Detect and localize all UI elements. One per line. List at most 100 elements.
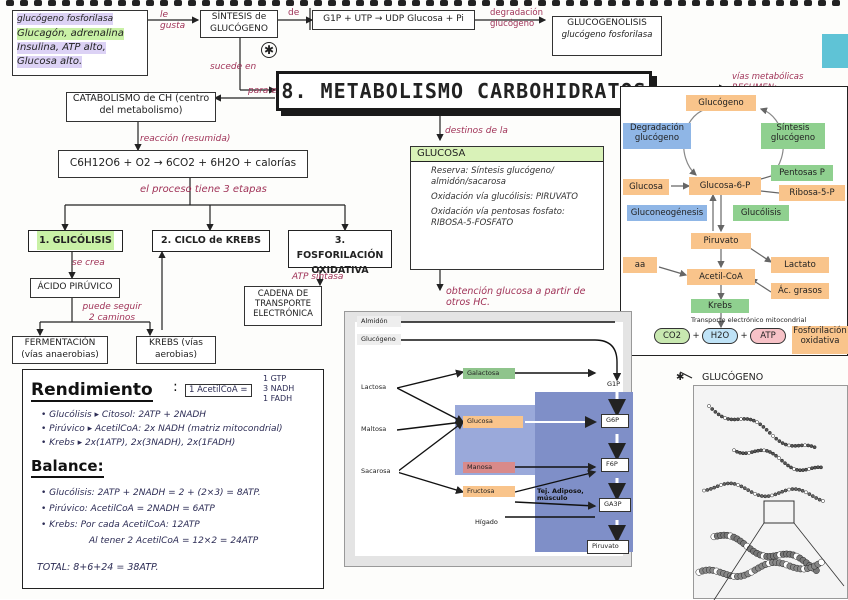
total-line: TOTAL: 8+6+24 = 38ATP. [37, 562, 159, 573]
fig-tejido: Tej. Adiposo, músculo [537, 487, 584, 502]
fig-higado: Hígado [475, 518, 498, 526]
le-gusta-label: le gusta [160, 10, 186, 31]
key-nadh: 3 NADH [263, 384, 295, 393]
fermentacion-text: FERMENTACIÓN (vías anaerobias) [21, 338, 99, 360]
key-fadh: 1 FADH [263, 394, 293, 403]
fosforilasa-header: glucógeno fosforilasa [17, 13, 114, 25]
plus-sign-2: + [740, 331, 748, 341]
krebs-aerobias-text: KREBS (vías aerobias) [149, 338, 203, 360]
cadena-transporte-box: CADENA DE TRANSPORTE ELECTRÓNICA [244, 286, 322, 326]
rend-glucolisis: • Glucólisis ▸ Citosol: 2ATP + 2NADH [41, 410, 207, 420]
acido-piruvico-text: ÁCIDO PIRÚVICO [37, 282, 113, 292]
balance-glucolisis: • Glucólisis: 2ATP + 2NADH = 2 + (2×3) =… [41, 488, 261, 498]
key-gtp: 1 GTP [263, 374, 287, 383]
balance-krebs: • Krebs: Por cada AcetilCoA: 12ATP [41, 520, 200, 530]
fig-almidon: Almidón [357, 316, 401, 327]
carbohydrate-entry-figure: Almidón Glucógeno Lactosa Maltosa Sacaro… [344, 311, 633, 567]
hormone-regulators-box: glucógeno fosforilasa Glucagón, adrenali… [12, 10, 148, 76]
equation-text: C6H12O6 + O2 → 6CO2 + 6H2O + calorías [69, 157, 297, 169]
reaction-box: G1P + UTP → UDP Glucosa + Pi [312, 10, 475, 30]
rend-piruvico: • Pirúvico ▸ AcetilCoA: 2x NADH (matriz … [41, 424, 283, 434]
balance-piruvico: • Pirúvico: AcetilCoA = 2NADH = 6ATP [41, 504, 215, 514]
stage-fosforilacion: 3. FOSFORILACIÓN OXIDATIVA [288, 230, 392, 276]
fig-lactosa: Lactosa [357, 382, 397, 393]
glycogen-structure-image [693, 385, 848, 600]
summary-atp: ATP [750, 328, 786, 344]
figure-background: Almidón Glucógeno Lactosa Maltosa Sacaro… [355, 316, 633, 556]
fig-manosa: Manosa [463, 462, 515, 473]
figure-arrows [396, 321, 626, 543]
se-crea-label: se crea [72, 258, 105, 268]
fig-glucogeno: Glucógeno [357, 334, 401, 345]
stage-fosforilacion-label: 3. FOSFORILACIÓN OXIDATIVA [296, 235, 384, 276]
glucosa-item-reserva: Reserva: Síntesis glucógeno/ almidón/sac… [431, 166, 554, 187]
balance-acetilcoa: Al tener 2 AcetilCoA = 12×2 = 24ATP [89, 536, 259, 546]
para-el-label: para el [248, 86, 280, 96]
balance-title: Balance: [31, 456, 104, 478]
glucagon-line: Glucagón, adrenalina [17, 28, 124, 40]
summary-krebs: Krebs [691, 299, 749, 313]
summary-fosforilacion: Fosforilación oxidativa [792, 326, 848, 354]
stage-krebs: 2. CICLO de KREBS [152, 230, 270, 252]
fig-glucosa: Glucosa [463, 416, 523, 428]
plus-sign-1: + [692, 331, 700, 341]
sintesis-glucogeno-box: SÍNTESIS de GLUCÓGENO [200, 10, 278, 38]
glucogenolisis-box: GLUCOGENOLISIS glucógeno fosforilasa [552, 16, 662, 56]
insulina-line: Insulina, ATP alto, [17, 42, 106, 54]
reaccion-label: reacción (resumida) [140, 134, 231, 144]
acetilcoa-key: 1 AcetilCoA = [185, 384, 252, 397]
page-title: 8. METABOLISMO CARBOHIDRATOS [276, 71, 652, 111]
rend-krebs: • Krebs ▸ 2x(1ATP), 2x(3NADH), 2x(1FADH) [41, 438, 236, 448]
rendimiento-title: Rendimiento [31, 380, 153, 402]
summary-acetil-coa: Acetil-CoA [687, 269, 755, 285]
stage-krebs-label: 2. CICLO de KREBS [161, 235, 261, 246]
acido-piruvico-box: ÁCIDO PIRÚVICO [30, 278, 120, 298]
fig-galactosa: Galactosa [463, 368, 515, 379]
obtencion-label: obtención glucosa a partir de otros HC. [446, 286, 586, 308]
summary-pentosas: Pentosas P [771, 165, 833, 181]
destinos-label: destinos de la [445, 126, 508, 136]
summary-degradacion: Degradación glucógeno [623, 123, 691, 149]
glucogeno-star: ✱ [676, 372, 685, 383]
catabolismo-box: CATABOLISMO de CH (centro del metabolism… [66, 92, 216, 122]
glycogen-drawing [695, 404, 845, 600]
summary-glucogeno: Glucógeno [686, 95, 756, 111]
summary-aa: aa [623, 257, 657, 273]
fig-maltosa: Maltosa [357, 424, 397, 435]
fig-ga3p: GA3P [599, 498, 631, 512]
summary-piruvato: Piruvato [691, 233, 751, 249]
fig-f6p: F6P [601, 458, 629, 472]
glucosa-item-glucolisis: Oxidación vía glucólisis: PIRUVATO [431, 192, 578, 202]
summary-glucosa: Glucosa [623, 179, 669, 195]
de-label: de [288, 8, 300, 18]
star-marker: ✱ [261, 42, 277, 58]
summary-lactato: Lactato [771, 257, 829, 273]
glucosa-alto-line: Glucosa alto. [17, 56, 83, 68]
spiral-binding [6, 0, 840, 6]
summary-ribosa: Ribosa-5-P [779, 185, 845, 201]
glucogenolisis-title: GLUCOGENOLISIS [567, 18, 647, 28]
fig-piruvato: Piruvato [587, 540, 629, 554]
summary-transporte: Transporte electrónico mitocondrial [691, 316, 807, 324]
puede-seguir-label: puede seguir 2 caminos [82, 302, 142, 323]
glucogenolisis-sub: glucógeno fosforilasa [561, 30, 653, 40]
fig-g6p: G6P [601, 414, 629, 428]
page-tab-marker [822, 34, 848, 68]
fermentacion-box: FERMENTACIÓN (vías anaerobias) [12, 336, 108, 364]
fig-fructosa: Fructosa [463, 486, 515, 497]
catabolismo-text: CATABOLISMO de CH (centro del metabolism… [72, 93, 210, 116]
degradacion-label: degradación glucógeno [490, 8, 543, 29]
atp-sintasa-label: ATP sintasa [292, 272, 344, 282]
sintesis-glucogeno-text: SÍNTESIS de GLUCÓGENO [210, 12, 268, 34]
summary-ac-grasos: Ác. grasos [771, 283, 829, 299]
etapas-label: el proceso tiene 3 etapas [140, 184, 267, 195]
glucosa-card-title: GLUCOSA [411, 147, 603, 162]
fig-sacarosa: Sacarosa [357, 466, 399, 477]
metabolic-summary-panel: Glucógeno Degradación glucógeno Síntesis… [620, 86, 848, 356]
stage-glicolisis: 1. GLICÓLISIS [28, 230, 123, 252]
fig-g1p: G1P [607, 380, 621, 388]
equation-box: C6H12O6 + O2 → 6CO2 + 6H2O + calorías [58, 150, 308, 178]
summary-sintesis: Síntesis glucógeno [761, 123, 825, 149]
summary-h2o: H2O [702, 328, 738, 344]
